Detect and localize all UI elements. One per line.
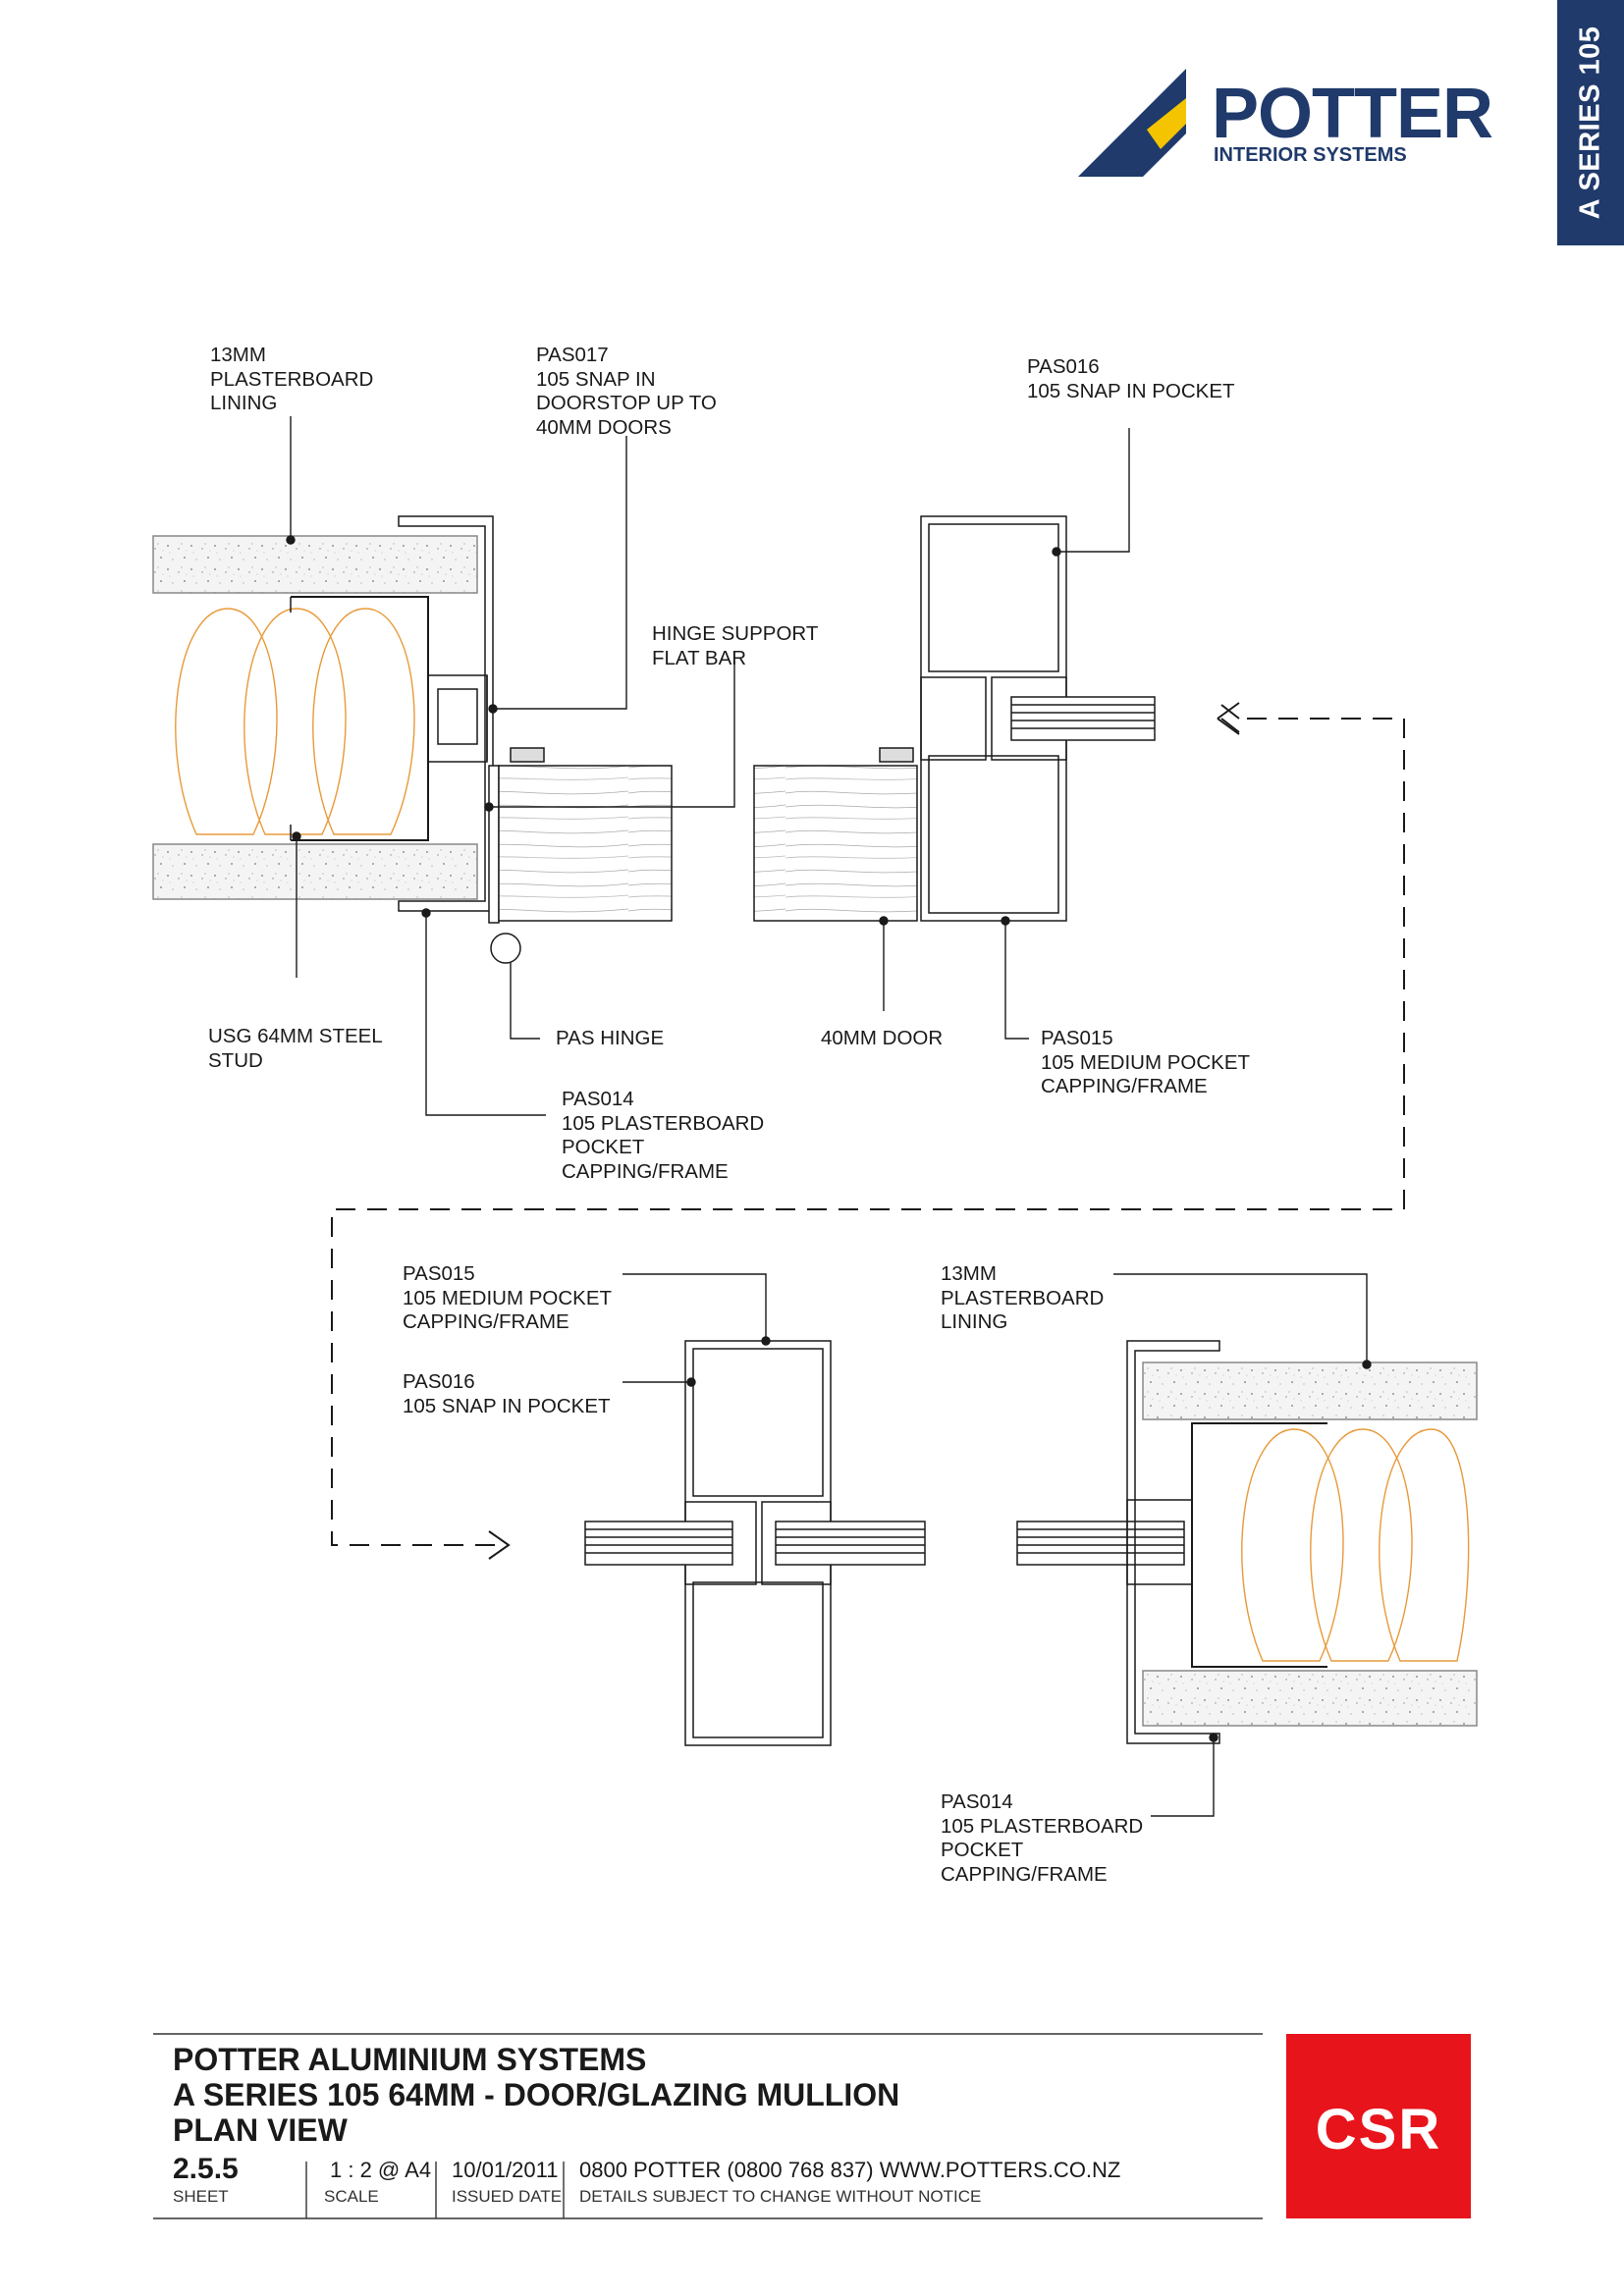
label-plasterboard-lining-bottom: 13MM PLASTERBOARD LINING xyxy=(941,1262,1105,1333)
door-leaf-right xyxy=(753,765,918,922)
label-steel-stud: USG 64MM STEEL STUD xyxy=(208,1025,383,1072)
pas-hinge-knuckle xyxy=(490,933,521,964)
brand-tagline: INTERIOR SYSTEMS xyxy=(1214,144,1407,166)
series-side-tab: A SERIES 105 xyxy=(1557,0,1624,245)
plasterboard-top-lower xyxy=(152,843,478,900)
bottom-center-mullion-section xyxy=(584,1340,926,1746)
label-pas015-top: PAS015 105 MEDIUM POCKET CAPPING/FRAME xyxy=(1041,1027,1251,1097)
title-line-product: A SERIES 105 64MM - DOOR/GLAZING MULLION xyxy=(173,2077,900,2112)
plasterboard-top-upper xyxy=(152,535,478,594)
sheet-number: 2.5.5 xyxy=(173,2153,239,2185)
title-block-lines xyxy=(153,2033,1263,2219)
csr-logo-text: CSR xyxy=(1315,2098,1442,2162)
sheet-caption: SHEET xyxy=(173,2187,229,2206)
scale-caption: SCALE xyxy=(324,2187,379,2206)
leader-lines xyxy=(286,416,1372,1817)
steel-stud-top xyxy=(291,596,429,841)
door-leaf-left xyxy=(498,765,673,922)
label-plasterboard-lining-top: 13MM PLASTERBOARD LINING xyxy=(210,344,374,414)
label-40mm-door: 40MM DOOR xyxy=(821,1027,944,1049)
potter-logo-icon xyxy=(1078,69,1186,177)
glazing-bottom-right xyxy=(1016,1521,1185,1566)
continuation-arrow xyxy=(331,702,1405,1560)
csr-logo: CSR xyxy=(1286,2034,1471,2218)
glazing-bottom-left xyxy=(584,1521,733,1566)
top-right-mullion-section xyxy=(753,515,1156,922)
steel-stud-bottom xyxy=(1191,1422,1327,1668)
scale-value: 1 : 2 @ A4 xyxy=(330,2158,432,2182)
label-pas-hinge: PAS HINGE xyxy=(556,1027,665,1049)
glazing-top xyxy=(1010,696,1156,741)
label-hinge-support: HINGE SUPPORT FLAT BAR xyxy=(652,622,819,669)
contact-caption: DETAILS SUBJECT TO CHANGE WITHOUT NOTICE xyxy=(579,2187,982,2206)
plasterboard-bottom-upper xyxy=(1142,1362,1478,1420)
title-line-company: POTTER ALUMINIUM SYSTEMS xyxy=(173,2042,647,2077)
pas014-frame-bottom xyxy=(1126,1340,1220,1744)
issued-date-value: 10/01/2011 xyxy=(452,2158,559,2182)
label-pas014-bottom: PAS014 105 PLASTERBOARD POCKET CAPPING/F… xyxy=(941,1790,1144,1886)
glazing-bottom-middle xyxy=(775,1521,926,1566)
doorstop-channel-top xyxy=(427,674,488,763)
label-pas017: PAS017 105 SNAP IN DOORSTOP UP TO 40MM D… xyxy=(536,344,717,439)
label-pas016-top: PAS016 105 SNAP IN POCKET xyxy=(1027,355,1235,402)
label-pas016-bottom: PAS016 105 SNAP IN POCKET xyxy=(403,1370,611,1417)
label-pas014-top: PAS014 105 PLASTERBOARD POCKET CAPPING/F… xyxy=(562,1088,765,1183)
title-line-view: PLAN VIEW xyxy=(173,2112,348,2148)
pas014-frame-top xyxy=(398,515,494,912)
label-pas015-bottom: PAS015 105 MEDIUM POCKET CAPPING/FRAME xyxy=(403,1262,613,1333)
insulation-bottom-right xyxy=(1241,1428,1470,1662)
plasterboard-bottom-lower xyxy=(1142,1670,1478,1727)
brand-name: POTTER xyxy=(1212,75,1493,153)
bottom-right-wall-section xyxy=(1016,1340,1478,1744)
insulation-top-left xyxy=(175,608,415,835)
contact-value: 0800 POTTER (0800 768 837) WWW.POTTERS.C… xyxy=(579,2158,1121,2182)
top-left-wall-section xyxy=(152,515,673,964)
issued-date-caption: ISSUED DATE xyxy=(452,2187,563,2206)
